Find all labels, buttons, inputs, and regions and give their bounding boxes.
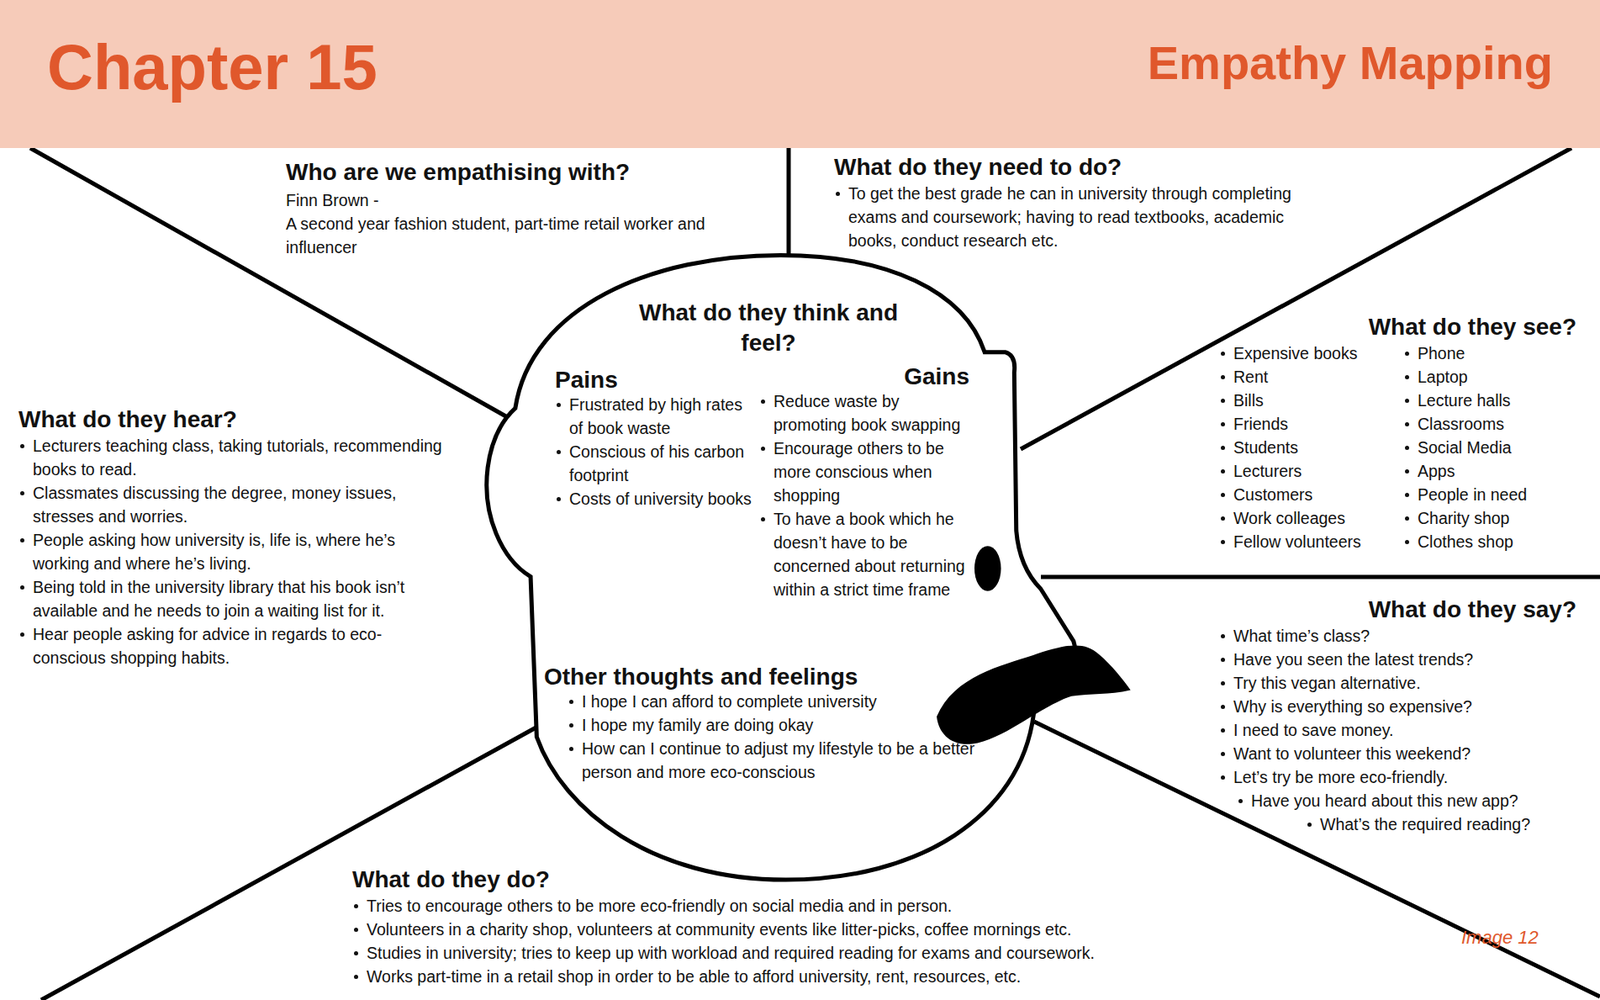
- list-item: Conscious of his carbon footprint: [554, 439, 756, 487]
- list-item: Apps: [1403, 459, 1577, 483]
- list-item: To have a book which he doesn’t have to …: [759, 506, 970, 602]
- list-item: Reduce waste by promoting book swapping: [759, 389, 970, 437]
- list-item: I hope I can afford to complete universi…: [567, 689, 999, 713]
- do-section: What do they do?Tries to encourage other…: [352, 865, 1303, 990]
- heading-text: What do they hear?: [18, 405, 444, 434]
- other-thoughts-block: Other thoughts and feelingsI hope I can …: [543, 664, 999, 786]
- separator-line: [1034, 721, 1600, 997]
- heading-text: What do they think and feel?: [625, 297, 912, 359]
- text-list: Tries to encourage others to be more eco…: [352, 893, 1303, 988]
- list-item: Costs of university books: [554, 486, 756, 511]
- body-text: Finn Brown -: [285, 188, 774, 212]
- list-item: Lecture halls: [1403, 388, 1577, 412]
- text-list: To get the best grade he can in universi…: [834, 181, 1310, 253]
- list-item: People in need: [1403, 482, 1577, 507]
- list-item: Works part-time in a retail shop in orde…: [352, 964, 1303, 988]
- body-text: A second year fashion student, part-time…: [285, 211, 774, 259]
- text-list: What time’s class?Have you seen the late…: [1219, 623, 1577, 836]
- head-outline: What do they think and feel? PainsFrustra…: [470, 252, 1043, 883]
- text-list: Reduce waste by promoting book swappingE…: [759, 389, 970, 602]
- heading-text: Who are we empathising with?: [285, 158, 774, 187]
- heading-text: What do they do?: [352, 865, 1303, 894]
- head-outline-path: [486, 254, 1076, 880]
- gains-block: GainsReduce waste by promoting book swap…: [759, 364, 970, 603]
- who-section: Who are we empathising with?Finn Brown -…: [285, 158, 774, 261]
- see-section: What do they see?Expensive booksRentBill…: [1219, 312, 1577, 555]
- list-item: Encourage others to be more conscious wh…: [759, 436, 970, 507]
- list-item: Students: [1219, 435, 1404, 460]
- head-heading-holder: What do they think and feel?: [625, 297, 912, 359]
- list-item: Clothes shop: [1403, 529, 1577, 554]
- separator-line: [786, 147, 792, 258]
- list-item: Classmates discussing the degree, money …: [18, 480, 444, 529]
- list-item: Phone: [1403, 341, 1577, 365]
- list-item: Let’s try be more eco-friendly.: [1219, 765, 1577, 789]
- list-item: Social Media: [1403, 435, 1577, 460]
- list-item: What’s the required reading?: [1305, 812, 1577, 836]
- separator-line: [1040, 575, 1600, 580]
- text-list: I hope I can afford to complete universi…: [567, 689, 999, 784]
- list-item: To get the best grade he can in universi…: [834, 181, 1310, 253]
- heading-text: Pains: [554, 367, 756, 393]
- list-item: What time’s class?: [1219, 623, 1577, 648]
- list-item: Hear people asking for advice in regards…: [18, 622, 444, 670]
- list-item: Charity shop: [1403, 506, 1577, 530]
- list-item: People asking how university is, life is…: [18, 528, 444, 576]
- list-item: Have you seen the latest trends?: [1219, 647, 1577, 671]
- list-item: Rent: [1219, 364, 1404, 389]
- list-item: Volunteers in a charity shop, volunteers…: [352, 917, 1303, 941]
- text-list: Frustrated by high rates of book wasteCo…: [554, 392, 756, 511]
- heading-text: Gains: [759, 364, 970, 390]
- list-item: Laptop: [1403, 364, 1577, 389]
- list-item: Expensive books: [1219, 341, 1404, 365]
- list-item: Customers: [1219, 482, 1404, 507]
- list-item: How can I continue to adjust my lifestyl…: [567, 736, 999, 784]
- list-item: Want to volunteer this weekend?: [1219, 741, 1577, 766]
- list-item: Classrooms: [1403, 411, 1577, 436]
- list-item: Work colleages: [1219, 506, 1404, 530]
- head-group: [486, 254, 1131, 880]
- eye: [974, 545, 1002, 591]
- text-list: Finn Brown -A second year fashion studen…: [285, 188, 774, 259]
- heading-text: What do they need to do?: [834, 153, 1310, 182]
- list-item: Frustrated by high rates of book waste: [554, 392, 756, 440]
- heading-text: Other thoughts and feelings: [543, 664, 999, 690]
- separator-line: [30, 147, 511, 419]
- text-list: Expensive booksRentBillsFriendsStudentsL…: [1219, 341, 1577, 554]
- list-item: Why is everything so expensive?: [1219, 694, 1577, 719]
- list-item: Studies in university; tries to keep up …: [352, 940, 1303, 965]
- heading-text: What do they say?: [1219, 595, 1577, 624]
- list-item: Have you heard about this new app?: [1236, 788, 1577, 813]
- pains-block: PainsFrustrated by high rates of book wa…: [554, 367, 756, 513]
- list-item: Lecturers teaching class, taking tutoria…: [18, 433, 444, 481]
- list-item: I hope my family are doing okay: [567, 712, 999, 737]
- hear-section: What do they hear?Lecturers teaching cla…: [18, 405, 444, 671]
- image-number-label: Image 12: [1461, 926, 1539, 949]
- list-item: I need to save money.: [1219, 718, 1577, 742]
- list-item: Empathy Mapping: [1147, 36, 1553, 90]
- list-item: Being told in the university library tha…: [18, 575, 444, 623]
- heading-text: What do they see?: [1219, 312, 1577, 342]
- need-section: What do they need to do?To get the best …: [834, 153, 1310, 254]
- list-item: Bills: [1219, 388, 1404, 412]
- list-item: Lecturers: [1219, 459, 1404, 483]
- text-list: Lecturers teaching class, taking tutoria…: [18, 433, 444, 670]
- header-band: Chapter 15 Empathy Mapping: [0, 0, 1600, 148]
- list-item: Tries to encourage others to be more eco…: [352, 893, 1303, 918]
- list-item: Try this vegan alternative.: [1219, 670, 1577, 695]
- mustache: [936, 644, 1131, 744]
- heading-text: Chapter 15: [47, 33, 378, 101]
- list-item: Friends: [1219, 411, 1404, 436]
- list-item: Fellow volunteers: [1219, 529, 1404, 554]
- say-section: What do they say?What time’s class?Have …: [1219, 595, 1577, 838]
